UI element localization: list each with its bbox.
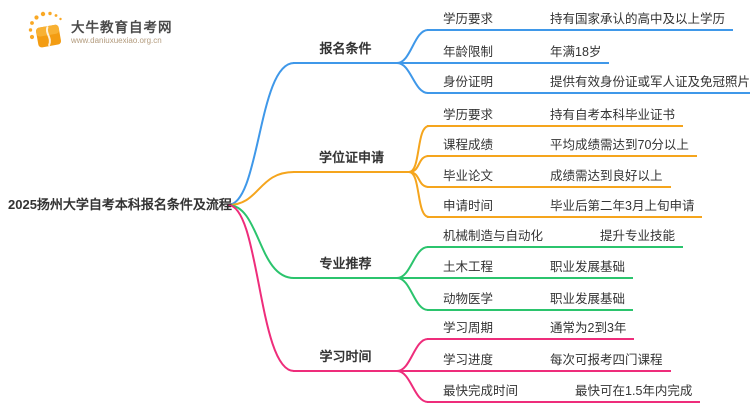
branch-1-label: 报名条件 (293, 39, 398, 64)
subnode-row: 课程成绩 平均成绩需达到70分以上 (427, 135, 697, 157)
subnode-row: 学习周期 通常为2到3年 (427, 318, 635, 340)
branch-3-main-curve (227, 204, 295, 279)
subnode-key: 身份证明 (443, 75, 494, 89)
subnode-row: 学历要求 持有自考本科毕业证书 (427, 105, 684, 127)
branch-4-item-1-curve (396, 338, 429, 372)
subnode-value: 成绩需达到良好以上 (550, 169, 663, 183)
subnode-key: 年龄限制 (443, 45, 494, 59)
subnode-key: 毕业论文 (443, 169, 494, 183)
subnode-key: 学历要求 (443, 108, 494, 122)
branch-2-item-4-curve (408, 171, 430, 218)
subnode-row: 最快完成时间 最快可在1.5年内完成 (427, 381, 701, 403)
subnode-row: 身份证明 提供有效身份证或军人证及免冠照片 (427, 72, 750, 94)
subnode-row: 学习进度 每次可报考四门课程 (427, 350, 671, 372)
logo-title: 大牛教育自考网 (71, 20, 173, 35)
subnode-value: 最快可在1.5年内完成 (575, 384, 693, 398)
branch-4-main-curve (227, 204, 295, 372)
subnode-key: 学习周期 (443, 321, 494, 335)
subnode-value: 每次可报考四门课程 (550, 353, 663, 367)
subnode-row: 机械制造与自动化 提升专业技能 (427, 226, 684, 248)
subnode-row: 申请时间 毕业后第二年3月上旬申请 (427, 196, 703, 218)
branch-3-item-1-curve (396, 246, 429, 279)
subnode-value: 提供有效身份证或军人证及免冠照片 (550, 75, 750, 89)
subnode-key: 课程成绩 (443, 138, 494, 152)
subnode-row: 年龄限制 年满18岁 (427, 42, 610, 64)
subnode-row: 毕业论文 成绩需达到良好以上 (427, 166, 671, 188)
subnode-row: 土木工程 职业发展基础 (427, 257, 634, 279)
book-logo-icon (28, 10, 66, 55)
branch-1-main-curve (227, 62, 295, 206)
subnode-row: 学历要求 持有国家承认的高中及以上学历 (427, 9, 734, 31)
subnode-value: 职业发展基础 (550, 260, 626, 274)
branch-1-item-1-curve (396, 29, 429, 64)
branch-2-label: 学位证申请 (293, 148, 410, 173)
branch-3-label: 专业推荐 (293, 254, 398, 279)
branch-3-item-3-curve (396, 277, 429, 311)
subnode-value: 职业发展基础 (550, 292, 626, 306)
subnode-key: 动物医学 (443, 292, 494, 306)
subnode-value: 持有自考本科毕业证书 (550, 108, 676, 122)
subnode-value: 提升专业技能 (600, 229, 676, 243)
subnode-value: 平均成绩需达到70分以上 (550, 138, 689, 152)
subnode-value: 持有国家承认的高中及以上学历 (550, 12, 726, 26)
subnode-key: 学习进度 (443, 353, 494, 367)
subnode-key: 学历要求 (443, 12, 494, 26)
branch-2-main-curve (227, 171, 295, 206)
central-topic: 2025扬州大学自考本科报名条件及流程 (8, 197, 232, 212)
site-logo: 大牛教育自考网 www.daniuxuexiao.org.cn (28, 10, 173, 55)
branch-4-label: 学习时间 (293, 347, 398, 372)
subnode-row: 动物医学 职业发展基础 (427, 289, 634, 311)
branch-4-item-3-curve (396, 370, 429, 403)
logo-url: www.daniuxuexiao.org.cn (71, 36, 162, 45)
branch-1-item-3-curve (396, 62, 429, 94)
subnode-value: 通常为2到3年 (550, 321, 627, 335)
subnode-key: 最快完成时间 (443, 384, 519, 398)
subnode-key: 申请时间 (443, 199, 494, 213)
subnode-key: 机械制造与自动化 (443, 229, 544, 243)
subnode-value: 年满18岁 (550, 45, 602, 59)
subnode-key: 土木工程 (443, 260, 494, 274)
subnode-value: 毕业后第二年3月上旬申请 (550, 199, 695, 213)
